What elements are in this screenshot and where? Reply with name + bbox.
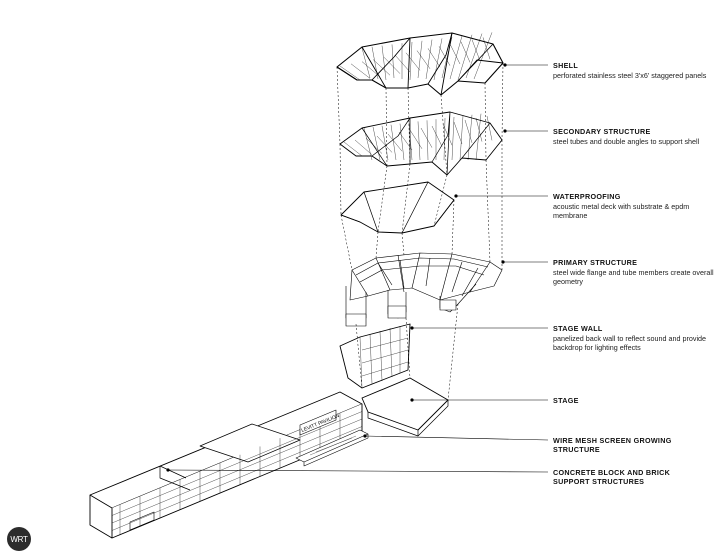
concrete-block-and-brick-base	[89, 391, 363, 539]
stage-wall-layer	[339, 323, 411, 389]
label-wire-mesh-screen-title: WIRE MESH SCREEN GROWING STRUCTURE	[553, 436, 672, 454]
wrt-logo-text: WRT	[10, 534, 28, 544]
leader-lines	[167, 64, 549, 473]
label-shell-desc: perforated stainless steel 3'x6' stagger…	[553, 70, 707, 80]
label-stage-wall-desc: panelized back wall to reflect sound and…	[553, 333, 707, 352]
label-stage-wall: STAGE WALL panelized back wall to reflec…	[553, 324, 718, 352]
label-secondary-structure: SECONDARY STRUCTURE steel tubes and doub…	[553, 127, 718, 146]
label-primary-structure: PRIMARY STRUCTURE steel wide flange and …	[553, 258, 718, 286]
label-concrete-block: CONCRETE BLOCK AND BRICK SUPPORT STRUCTU…	[553, 468, 703, 486]
projection-lines	[336, 62, 504, 401]
label-concrete-block-title: CONCRETE BLOCK AND BRICK SUPPORT STRUCTU…	[553, 468, 671, 486]
label-secondary-structure-title: SECONDARY STRUCTURE	[553, 127, 651, 136]
waterproofing-layer	[340, 181, 455, 234]
label-primary-structure-title: PRIMARY STRUCTURE	[553, 258, 638, 267]
label-wire-mesh-screen: WIRE MESH SCREEN GROWING STRUCTURE	[553, 436, 703, 454]
label-stage-title: STAGE	[553, 396, 579, 405]
label-stage: STAGE	[553, 396, 718, 406]
label-stage-wall-title: STAGE WALL	[553, 324, 603, 333]
primary-structure-layer	[345, 252, 503, 327]
shell-layer	[336, 32, 504, 96]
label-waterproofing-desc: acoustic metal deck with substrate & epd…	[553, 201, 690, 220]
wrt-logo-badge: WRT	[7, 527, 31, 551]
label-primary-structure-desc: steel wide flange and tube members creat…	[553, 267, 714, 286]
secondary-structure-layer	[339, 111, 503, 176]
label-shell: SHELL perforated stainless steel 3'x6' s…	[553, 61, 718, 80]
label-secondary-structure-desc: steel tubes and double angles to support…	[553, 136, 700, 146]
stage-layer	[361, 377, 449, 437]
label-shell-title: SHELL	[553, 61, 579, 70]
label-waterproofing-title: WATERPROOFING	[553, 192, 621, 201]
label-waterproofing: WATERPROOFING acoustic metal deck with s…	[553, 192, 718, 220]
